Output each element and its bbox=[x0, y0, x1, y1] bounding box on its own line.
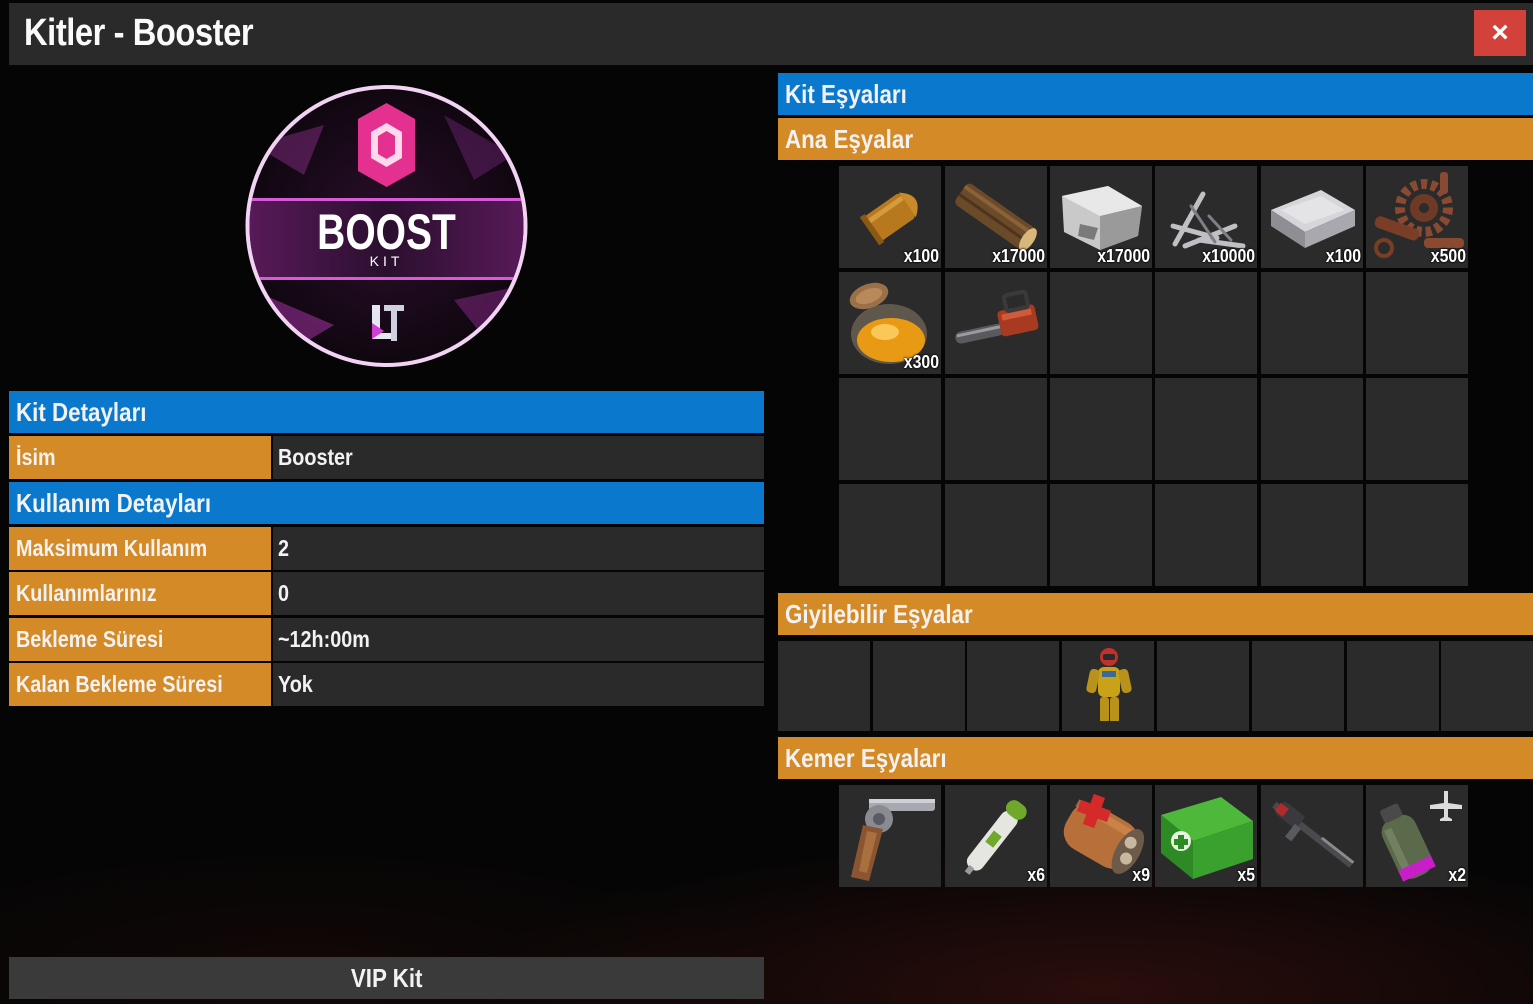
empty-wear-slot[interactable] bbox=[967, 641, 1059, 731]
item-quantity: x100 bbox=[903, 246, 939, 266]
belt-slot[interactable] bbox=[1261, 785, 1363, 887]
detail-row-name: İsim Booster bbox=[9, 436, 764, 479]
item-quantity: x10000 bbox=[1202, 246, 1255, 266]
item-quantity: x100 bbox=[1325, 246, 1361, 266]
belt-slot[interactable]: x5 bbox=[1155, 785, 1257, 887]
belt-slot[interactable]: x6 bbox=[945, 785, 1047, 887]
detail-label: Kullanımlarınız bbox=[9, 572, 271, 615]
svg-text:KIT: KIT bbox=[370, 253, 404, 269]
detail-row-remaining-cooldown: Kalan Bekleme Süresi Yok bbox=[9, 663, 764, 706]
svg-text:BOOST: BOOST bbox=[317, 203, 456, 260]
item-slot[interactable]: x17000 bbox=[1050, 166, 1152, 268]
item-quantity: x300 bbox=[903, 352, 939, 372]
detail-row-uses: Kullanımlarınız 0 bbox=[9, 572, 764, 615]
empty-item-slot[interactable] bbox=[1050, 484, 1152, 586]
metal-fragments-icon bbox=[1170, 191, 1246, 249]
usage-details-header: Kullanım Detayları bbox=[9, 482, 764, 524]
item-slot[interactable]: x17000 bbox=[945, 166, 1047, 268]
empty-item-slot[interactable] bbox=[1155, 378, 1257, 480]
empty-item-slot[interactable] bbox=[1050, 378, 1152, 480]
empty-item-slot[interactable] bbox=[1366, 378, 1468, 480]
metal-ingot-icon bbox=[1271, 190, 1355, 248]
medkit-box-icon bbox=[1161, 797, 1253, 879]
close-button[interactable]: × bbox=[1474, 10, 1526, 56]
detail-label: Maksimum Kullanım bbox=[9, 527, 271, 570]
empty-item-slot[interactable] bbox=[1261, 484, 1363, 586]
empty-item-slot[interactable] bbox=[1050, 272, 1152, 374]
revolver-icon bbox=[851, 799, 935, 881]
detail-value: ~12h:00m bbox=[273, 618, 764, 661]
item-quantity: x5 bbox=[1237, 865, 1255, 885]
empty-item-slot[interactable] bbox=[1261, 272, 1363, 374]
empty-wear-slot[interactable] bbox=[1157, 641, 1249, 731]
empty-item-slot[interactable] bbox=[839, 378, 941, 480]
item-slot[interactable]: x100 bbox=[1261, 166, 1363, 268]
close-icon: × bbox=[1491, 16, 1509, 49]
kit-items-header: Kit Eşyaları bbox=[778, 73, 1533, 115]
item-slot[interactable]: x100 bbox=[839, 166, 941, 268]
empty-item-slot[interactable] bbox=[945, 484, 1047, 586]
stone-icon bbox=[1062, 186, 1142, 250]
detail-row-max-usage: Maksimum Kullanım 2 bbox=[9, 527, 764, 570]
detail-label: İsim bbox=[9, 436, 271, 479]
item-quantity: x17000 bbox=[1097, 246, 1150, 266]
medical-syringe-icon bbox=[964, 800, 1027, 875]
kit-details-header: Kit Detayları bbox=[9, 391, 764, 433]
item-slot[interactable]: x10000 bbox=[1155, 166, 1257, 268]
chainsaw-icon bbox=[955, 289, 1039, 344]
vip-kit-button[interactable]: VIP Kit bbox=[9, 957, 764, 999]
lt-mark-icon bbox=[372, 305, 404, 341]
item-quantity: x6 bbox=[1027, 865, 1045, 885]
empty-item-slot[interactable] bbox=[1366, 484, 1468, 586]
empty-item-slot[interactable] bbox=[1155, 272, 1257, 374]
belt-items-header: Kemer Eşyaları bbox=[778, 737, 1533, 779]
smoke-grenade-icon bbox=[1380, 791, 1462, 882]
item-slot[interactable] bbox=[945, 272, 1047, 374]
empty-wear-slot[interactable] bbox=[778, 641, 870, 731]
detail-label: Bekleme Süresi bbox=[9, 618, 271, 661]
detail-value: 2 bbox=[273, 527, 764, 570]
wood-icon bbox=[955, 183, 1037, 251]
empty-wear-slot[interactable] bbox=[1347, 641, 1439, 731]
belt-slot[interactable]: x2 bbox=[1366, 785, 1468, 887]
wear-slot[interactable] bbox=[1062, 641, 1154, 731]
empty-item-slot[interactable] bbox=[839, 484, 941, 586]
title-bar: Kitler - Booster bbox=[9, 3, 1533, 65]
detail-row-cooldown: Bekleme Süresi ~12h:00m bbox=[9, 618, 764, 661]
empty-wear-slot[interactable] bbox=[1441, 641, 1533, 731]
window-title: Kitler - Booster bbox=[24, 12, 254, 54]
empty-wear-slot[interactable] bbox=[1252, 641, 1344, 731]
kit-logo: BOOST KIT bbox=[244, 85, 529, 367]
wearable-items-header: Giyilebilir Eşyalar bbox=[778, 593, 1533, 635]
detail-value: Booster bbox=[273, 436, 764, 479]
bullet-icon bbox=[859, 192, 918, 246]
detail-label: Kalan Bekleme Süresi bbox=[9, 663, 271, 706]
item-slot[interactable]: x500 bbox=[1366, 166, 1468, 268]
item-quantity: x2 bbox=[1448, 865, 1466, 885]
bandage-roll-icon bbox=[1063, 793, 1145, 874]
hazmat-suit-icon bbox=[1086, 648, 1132, 726]
belt-slot[interactable]: x9 bbox=[1050, 785, 1152, 887]
empty-item-slot[interactable] bbox=[1366, 272, 1468, 374]
low-grade-fuel-jar-icon bbox=[849, 282, 927, 364]
detail-value: 0 bbox=[273, 572, 764, 615]
empty-item-slot[interactable] bbox=[945, 378, 1047, 480]
detail-value: Yok bbox=[273, 663, 764, 706]
gem-icon bbox=[358, 103, 415, 187]
empty-wear-slot[interactable] bbox=[873, 641, 965, 731]
item-quantity: x17000 bbox=[992, 246, 1045, 266]
item-quantity: x500 bbox=[1430, 246, 1466, 266]
item-quantity: x9 bbox=[1132, 865, 1150, 885]
item-slot[interactable]: x300 bbox=[839, 272, 941, 374]
empty-item-slot[interactable] bbox=[1261, 378, 1363, 480]
main-items-header: Ana Eşyalar bbox=[778, 118, 1533, 160]
rifle-icon bbox=[1272, 801, 1355, 868]
gears-icon bbox=[1374, 172, 1464, 258]
belt-slot[interactable] bbox=[839, 785, 941, 887]
empty-item-slot[interactable] bbox=[1155, 484, 1257, 586]
